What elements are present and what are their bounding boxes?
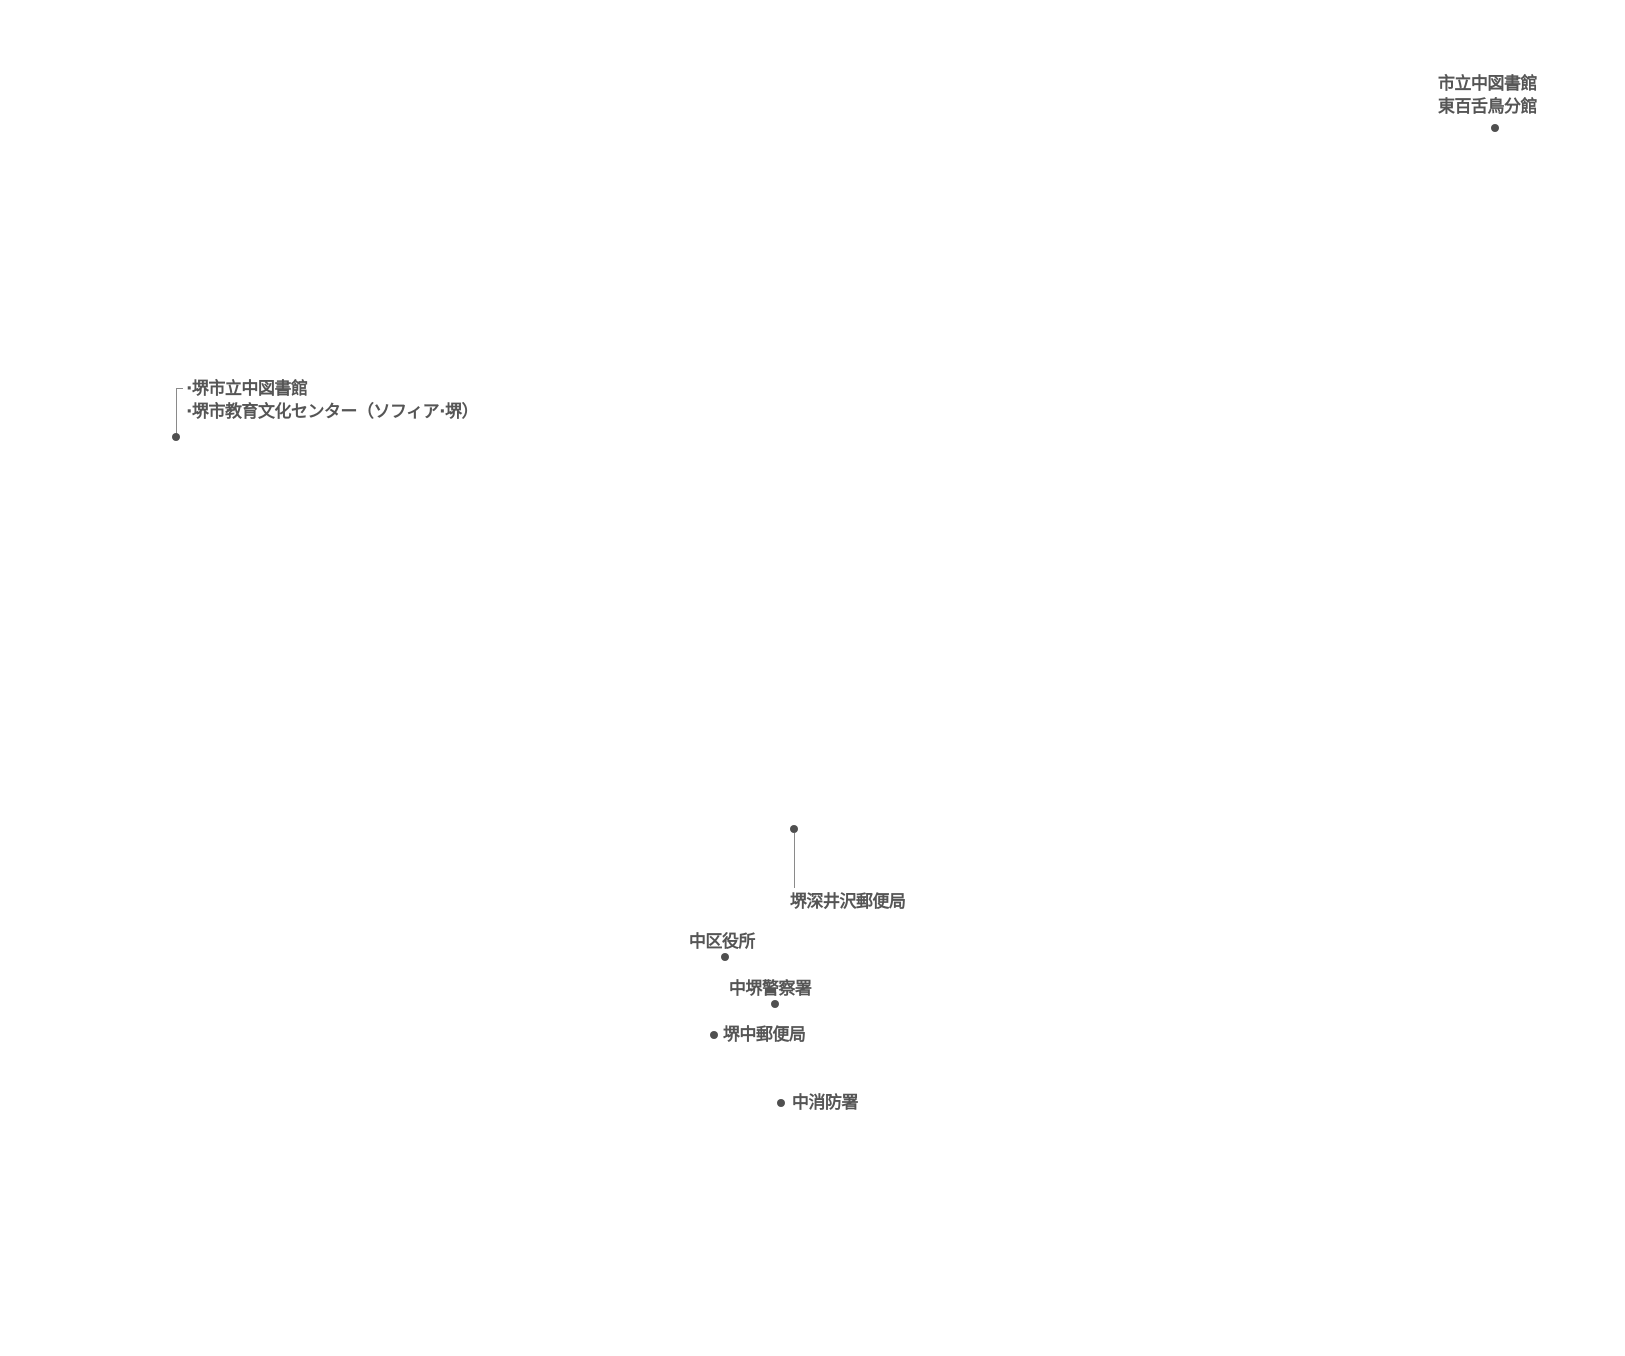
- poi-label-naka-ward-office[interactable]: 中区役所: [689, 932, 756, 952]
- poi-marker-naka-ward-office[interactable]: [721, 953, 729, 961]
- poi-marker-fukaisawa-post-office[interactable]: [790, 825, 798, 833]
- poi-label-line: ·堺市教育文化センター（ソフィア·堺）: [186, 402, 479, 422]
- leader-line: [794, 833, 795, 888]
- poi-label-line: ·堺市立中図書館: [186, 379, 308, 399]
- poi-label-line: 市立中図書館: [1438, 74, 1538, 94]
- poi-label-sakai-naka-post-office[interactable]: 堺中郵便局: [723, 1025, 806, 1045]
- poi-label-naka-sakai-police[interactable]: 中堺警察署: [729, 979, 812, 999]
- poi-marker-naka-fire-station[interactable]: [777, 1099, 785, 1107]
- poi-label-higashimozu-library[interactable]: 市立中図書館 東百舌鳥分館: [1438, 73, 1538, 119]
- poi-label-line: 東百舌鳥分館: [1438, 97, 1538, 117]
- poi-label-sakai-central-library[interactable]: ·堺市立中図書館 ·堺市教育文化センター（ソフィア·堺）: [186, 378, 479, 424]
- poi-marker-naka-sakai-police[interactable]: [771, 1000, 779, 1008]
- leader-line: [176, 388, 177, 436]
- poi-marker-sakai-naka-post-office[interactable]: [710, 1031, 718, 1039]
- poi-label-naka-fire-station[interactable]: 中消防署: [792, 1093, 859, 1113]
- poi-marker-higashimozu-library[interactable]: [1491, 124, 1499, 132]
- poi-label-fukaisawa-post-office[interactable]: 堺深井沢郵便局: [790, 892, 906, 912]
- leader-tick: [176, 388, 183, 389]
- poi-marker-sakai-central-library[interactable]: [172, 433, 180, 441]
